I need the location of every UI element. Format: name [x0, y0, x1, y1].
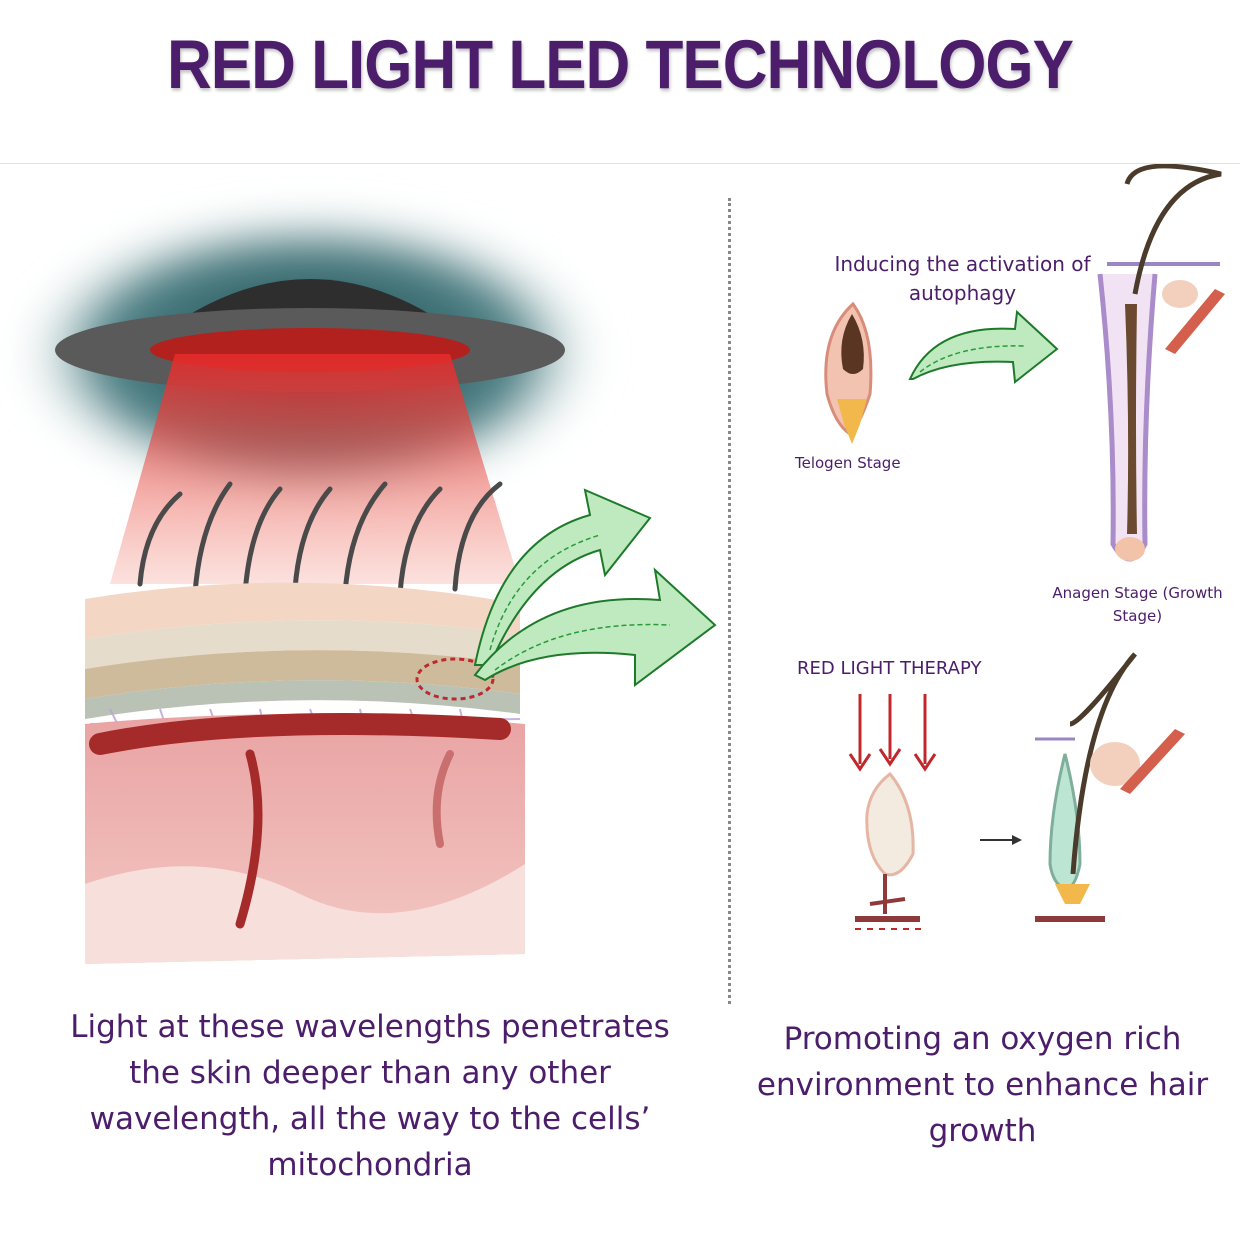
- anagen-follicle-icon: [1097, 164, 1225, 562]
- red-light-therapy-label: RED LIGHT THERAPY: [797, 658, 982, 679]
- grown-follicle-icon: [1035, 652, 1185, 922]
- page-title: RED LIGHT LED TECHNOLOGY: [167, 27, 1074, 104]
- telogen-stage-label: Telogen Stage: [795, 454, 901, 472]
- header-divider: [0, 163, 1240, 164]
- transition-arrow-icon: [980, 835, 1022, 845]
- telogen-follicle-icon: [824, 301, 873, 444]
- autophagy-label: Inducing the activation of autophagy: [834, 252, 1091, 305]
- green-arrows-icon: [460, 480, 725, 700]
- left-caption: Light at these wavelengths penetrates th…: [70, 1009, 670, 1183]
- right-caption: Promoting an oxygen rich environment to …: [756, 1021, 1209, 1149]
- skin-illustration: [0, 164, 725, 1004]
- panel-divider: [728, 198, 731, 1004]
- red-light-arrows-icon: [848, 694, 937, 772]
- activation-arrow-icon: [908, 309, 1059, 384]
- small-follicle-icon: [855, 771, 925, 930]
- anagen-stage-label: Anagen Stage (Growth Stage): [1052, 584, 1223, 625]
- follicle-illustration: [735, 164, 1240, 1004]
